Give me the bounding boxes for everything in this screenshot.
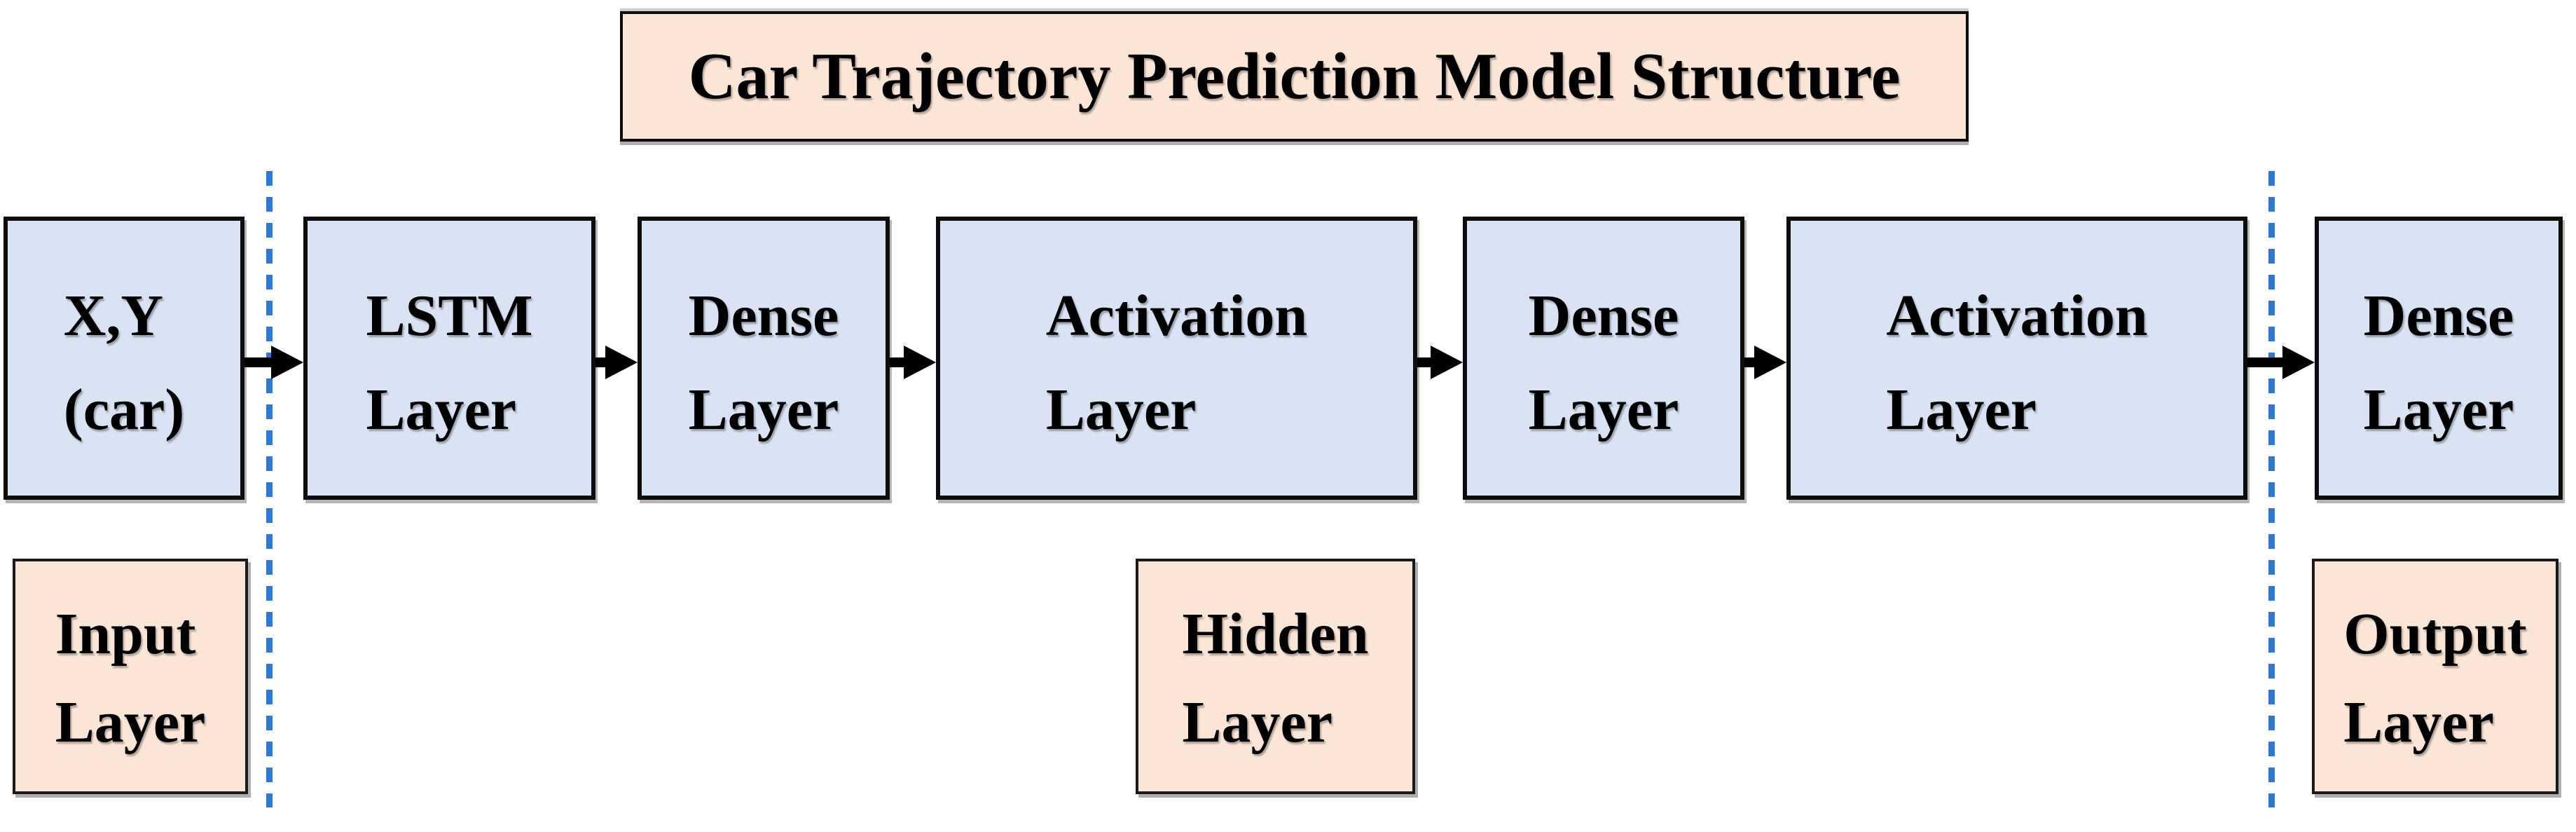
node-dense-layer-3: Dense Layer (2315, 217, 2563, 500)
flow-arrow-icon (1744, 346, 1786, 379)
input-boundary-dashed-line-icon (266, 171, 273, 807)
node-label-line: Layer (1528, 377, 1679, 442)
node-label-line: Layer (2363, 377, 2514, 442)
region-label-line: Output (2343, 601, 2527, 667)
node-dense-layer-2: Dense Layer (1463, 217, 1744, 500)
node-label-line: Layer (1886, 377, 2037, 442)
node-label-line: LSTM (366, 283, 533, 348)
arrow-head (904, 346, 936, 379)
arrow-shaft (2247, 357, 2288, 367)
flow-arrow-icon (1417, 346, 1463, 379)
node-label-line: Activation (1045, 283, 1308, 348)
node-label-line: Layer (1045, 377, 1197, 442)
output-boundary-dashed-line-icon (2268, 171, 2275, 807)
arrow-head (1431, 346, 1463, 379)
node-label-line: X,Y (63, 283, 164, 348)
region-label-line: Input (55, 601, 196, 667)
node-lstm-layer: LSTM Layer (303, 217, 595, 500)
flow-arrow-icon (2247, 346, 2315, 379)
flow-arrow-icon (890, 346, 936, 379)
node-label-line: Dense (1528, 283, 1679, 348)
page-title: Car Trajectory Prediction Model Structur… (688, 40, 1901, 113)
node-activation-layer-1: Activation Layer (936, 217, 1417, 500)
title-box: Car Trajectory Prediction Model Structur… (620, 11, 1969, 142)
arrow-shaft (244, 357, 277, 367)
arrow-head (271, 346, 303, 379)
node-label-line: Layer (366, 377, 517, 442)
region-label-line: Layer (1182, 690, 1333, 755)
region-label-line: Hidden (1182, 601, 1369, 667)
node-label-line: Dense (688, 283, 839, 348)
region-label-line: Layer (2343, 690, 2494, 755)
arrow-head (2282, 346, 2315, 379)
flow-arrow-icon (595, 346, 638, 379)
node-label-line: (car) (63, 377, 185, 442)
arrow-head (605, 346, 638, 379)
region-label-line: Layer (55, 690, 206, 755)
label-hidden-layer: Hidden Layer (1136, 559, 1415, 794)
arrow-head (1754, 346, 1786, 379)
node-input-xy-car: X,Y (car) (4, 217, 244, 500)
label-input-layer: Input Layer (13, 559, 248, 794)
node-label-line: Activation (1886, 283, 2148, 348)
node-label-line: Layer (688, 377, 839, 442)
node-label-line: Dense (2363, 283, 2514, 348)
node-activation-layer-2: Activation Layer (1786, 217, 2247, 500)
node-dense-layer-1: Dense Layer (638, 217, 890, 500)
flow-arrow-icon (244, 346, 303, 379)
label-output-layer: Output Layer (2312, 559, 2558, 794)
